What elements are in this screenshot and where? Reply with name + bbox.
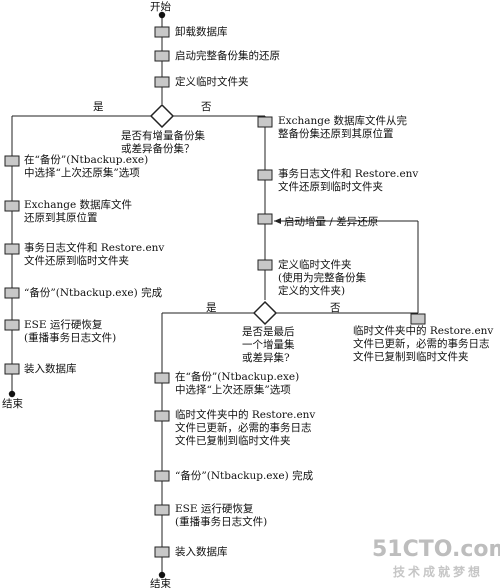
label-left-mount: 装入数据库 bbox=[24, 362, 77, 375]
loop-arrowhead bbox=[274, 218, 281, 224]
box-mid-mount bbox=[154, 546, 170, 558]
start-dot bbox=[158, 11, 166, 19]
box-right-define-temp bbox=[257, 259, 273, 271]
watermark-sub: 技术成就梦想 bbox=[393, 564, 483, 579]
label-left-logs: 事务日志文件和 Restore.env 文件还原到临时文件夹 bbox=[24, 241, 168, 267]
label-mid-select: 在“备份”(Ntbackup.exe) 中选择“上次还原集”选项 bbox=[175, 370, 303, 396]
box-left-backup-done bbox=[4, 287, 20, 299]
label-left-ese: ESE 运行硬恢复 (重播事务日志文件) bbox=[24, 318, 116, 344]
process-boxes bbox=[4, 26, 426, 558]
q2-yes-label: 是 bbox=[206, 302, 217, 314]
label-right-exchange: Exchange 数据库文件从完 整备份集还原到其原位置 bbox=[278, 114, 410, 140]
label-mid-mount: 装入数据库 bbox=[175, 545, 228, 558]
label-right-define-temp: 定义临时文件夹 (使用为完整备份集 定义的文件夹) bbox=[278, 258, 369, 297]
decision-q2 bbox=[252, 300, 278, 326]
label-right-logs: 事务日志文件和 Restore.env 文件还原到临时文件夹 bbox=[278, 167, 422, 193]
label-left-select: 在“备份”(Ntbackup.exe) 中选择“上次还原集”选项 bbox=[24, 153, 152, 179]
end-label-mid: 结束 bbox=[150, 577, 171, 588]
label-far-right-env: 临时文件夹中的 Restore.env 文件已更新，必需的事务日志 文件已复制到… bbox=[353, 324, 497, 363]
label-left-exchange: Exchange 数据库文件 还原到其原位置 bbox=[24, 198, 135, 224]
q1-no-label: 否 bbox=[201, 101, 212, 113]
box-left-exchange bbox=[4, 200, 20, 212]
box-far-right-env bbox=[410, 313, 426, 325]
box-right-start-inc bbox=[257, 213, 273, 225]
label-mid-ese: ESE 运行硬恢复 (重播事务日志文件) bbox=[175, 502, 267, 528]
label-left-backup-done: “备份”(Ntbackup.exe) 完成 bbox=[24, 286, 163, 299]
box-right-exchange bbox=[257, 116, 273, 128]
label-start-full-restore: 启动完整备份集的还原 bbox=[175, 49, 280, 62]
q1-yes-label: 是 bbox=[93, 101, 104, 113]
box-right-logs bbox=[257, 169, 273, 181]
start-label: 开始 bbox=[150, 0, 171, 13]
label-q2: 是否是最后 一个增量集 或差异集? bbox=[242, 326, 298, 364]
watermark-main-b: com bbox=[460, 537, 500, 562]
watermark-dot: . bbox=[452, 537, 460, 562]
box-mid-ese bbox=[154, 504, 170, 516]
end-dot-left bbox=[8, 390, 16, 398]
box-left-logs bbox=[4, 243, 20, 255]
watermark-main-a: 51CTO bbox=[372, 537, 452, 562]
box-left-ese bbox=[4, 319, 20, 331]
label-define-temp: 定义临时文件夹 bbox=[175, 75, 249, 88]
box-left-select bbox=[4, 155, 20, 167]
label-mid-env: 临时文件夹中的 Restore.env 文件已更新，必需的事务日志 文件已复制到… bbox=[175, 408, 319, 447]
end-dot-mid bbox=[158, 571, 166, 579]
label-mid-backup-done: “备份”(Ntbackup.exe) 完成 bbox=[175, 469, 314, 482]
box-mid-backup-done bbox=[154, 470, 170, 482]
box-mid-env bbox=[154, 410, 170, 422]
box-start-full-restore bbox=[154, 50, 170, 62]
q2-no-label: 否 bbox=[330, 302, 341, 314]
label-uninstall-db: 卸载数据库 bbox=[175, 25, 228, 38]
svg-text:51CTO.com: 51CTO.com bbox=[372, 537, 500, 562]
label-right-start-inc: 启动增量 / 差异还原 bbox=[284, 215, 378, 228]
box-left-mount bbox=[4, 363, 20, 375]
end-label-left: 结束 bbox=[2, 397, 23, 410]
box-define-temp bbox=[154, 76, 170, 88]
box-uninstall-db bbox=[154, 26, 170, 38]
label-q1: 是否有增量备份集 或差异备份集？ bbox=[121, 129, 208, 155]
decision-q1 bbox=[149, 103, 175, 129]
watermark: 51CTO.com 技术成就梦想 bbox=[372, 537, 500, 579]
box-mid-select bbox=[154, 372, 170, 384]
